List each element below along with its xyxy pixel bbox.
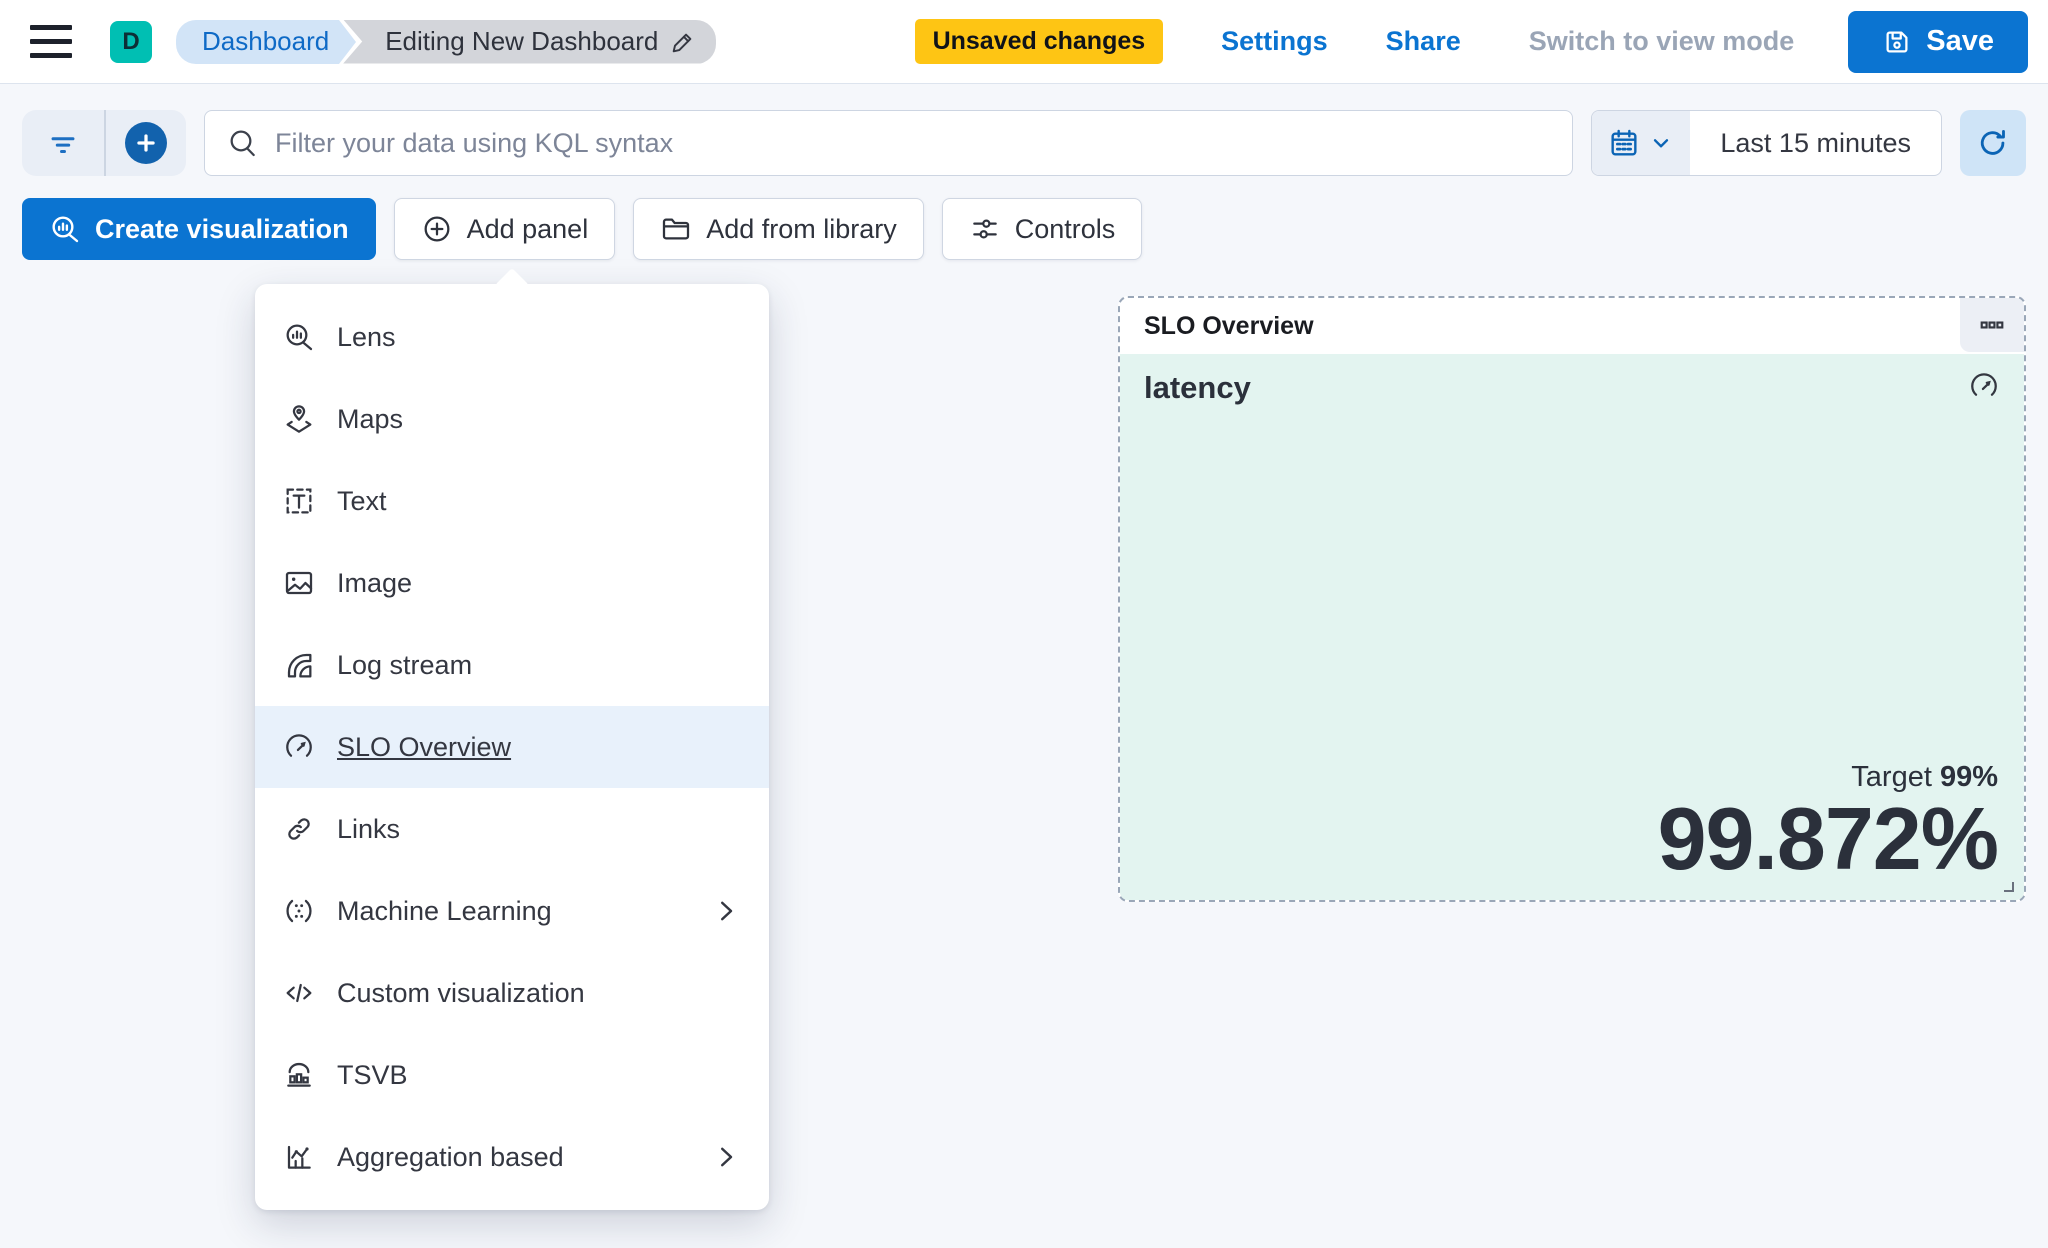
gauge-icon <box>286 734 312 757</box>
breadcrumb-dashboard-label: Dashboard <box>202 26 330 56</box>
time-picker-calendar-button[interactable] <box>1592 111 1691 175</box>
slo-panel-title: SLO Overview <box>1144 311 1314 340</box>
filter-icon <box>51 137 75 154</box>
avatar[interactable]: D <box>110 20 152 63</box>
slo-values-block: Target 99% 99.872% <box>1657 761 1999 889</box>
menu-item-label: Log stream <box>337 649 473 680</box>
controls-label: Controls <box>1014 213 1116 244</box>
lens-icon <box>52 216 79 243</box>
filter-menu-button[interactable] <box>22 110 104 176</box>
menu-item-tsvb[interactable]: TSVB <box>255 1034 769 1116</box>
save-button-label: Save <box>1926 25 1994 57</box>
slo-target-label: Target <box>1851 761 1932 794</box>
unsaved-changes-badge: Unsaved changes <box>914 19 1164 64</box>
resize-handle-icon[interactable] <box>2000 878 2016 894</box>
top-navigation-bar: D Dashboard Editing New Dashboard Unsave… <box>0 0 2048 84</box>
add-filter-button[interactable] <box>104 110 186 176</box>
text-icon <box>286 488 312 514</box>
log-stream-icon <box>287 653 312 678</box>
slo-target: Target 99% <box>1658 761 1998 794</box>
menu-item-lens[interactable]: Lens <box>255 296 769 378</box>
menu-item-aggregation-based[interactable]: Aggregation based <box>255 1116 769 1198</box>
menu-item-image[interactable]: Image <box>255 542 769 624</box>
code-icon <box>286 983 312 1003</box>
settings-link[interactable]: Settings <box>1221 26 1328 56</box>
panel-options-button[interactable] <box>1960 298 2024 352</box>
menu-hamburger-button[interactable] <box>30 14 86 70</box>
search-input[interactable] <box>275 127 1551 159</box>
time-picker: Last 15 minutes <box>1591 110 1942 176</box>
create-visualization-label: Create visualization <box>95 213 349 244</box>
links-icon <box>288 818 310 840</box>
menu-item-label: Machine Learning <box>337 895 552 926</box>
slo-value: 99.872% <box>1657 789 1999 889</box>
breadcrumb-arrow <box>339 19 357 64</box>
kql-search-box <box>204 110 1574 176</box>
create-visualization-button[interactable]: Create visualization <box>22 198 376 260</box>
add-panel-button[interactable]: Add panel <box>393 198 616 260</box>
search-icon <box>230 130 255 157</box>
menu-item-label: Image <box>337 567 413 598</box>
menu-item-log-stream[interactable]: Log stream <box>255 624 769 706</box>
breadcrumb-editing-dashboard[interactable]: Editing New Dashboard <box>343 19 717 64</box>
slo-metric-row: latency <box>1120 354 2024 406</box>
save-icon <box>1886 31 1908 52</box>
calendar-icon <box>1611 129 1637 156</box>
pencil-icon <box>673 33 692 52</box>
menu-item-custom-visualization[interactable]: Custom visualization <box>255 952 769 1034</box>
slo-panel-header: SLO Overview <box>1120 298 2024 354</box>
boxes-horizontal-icon <box>1980 321 2004 329</box>
slo-metric-name: latency <box>1144 370 1251 405</box>
controls-button[interactable]: Controls <box>941 198 1143 260</box>
breadcrumb-dashboard[interactable]: Dashboard <box>176 19 357 64</box>
menu-item-text[interactable]: Text <box>255 460 769 542</box>
slo-panel-body: latency Target 99% 99.872% <box>1120 354 2024 900</box>
refresh-icon <box>1980 129 2005 155</box>
query-bar: Last 15 minutes <box>0 84 2048 176</box>
menu-item-label: Aggregation based <box>337 1141 564 1172</box>
chevron-down-icon <box>1654 139 1669 148</box>
slo-overview-panel[interactable]: SLO Overview latency Target 99% 99.872% <box>1118 296 2026 902</box>
menu-item-machine-learning[interactable]: Machine Learning <box>255 870 769 952</box>
add-panel-menu: Lens Maps Text Image Log stream <box>255 268 769 1210</box>
menu-item-label: Lens <box>337 321 396 352</box>
menu-item-maps[interactable]: Maps <box>255 378 769 460</box>
chevron-right-icon <box>721 1147 733 1167</box>
add-from-library-button[interactable]: Add from library <box>633 198 924 260</box>
dashboard-toolbar: Create visualization Add panel Add from … <box>0 176 2048 260</box>
slo-target-value: 99% <box>1939 761 1998 794</box>
tsvb-icon <box>287 1062 311 1087</box>
refresh-button[interactable] <box>1960 110 2026 176</box>
menu-item-label: SLO Overview <box>337 731 512 762</box>
breadcrumb: Dashboard Editing New Dashboard <box>176 19 717 64</box>
image-icon <box>285 571 313 595</box>
aggregation-icon <box>287 1145 311 1169</box>
controls-sliders-icon <box>972 219 997 239</box>
add-panel-label: Add panel <box>466 213 589 244</box>
plus-in-circle-icon <box>424 216 450 242</box>
add-from-library-label: Add from library <box>706 213 897 244</box>
menu-item-links[interactable]: Links <box>255 788 769 870</box>
menu-item-label: Maps <box>337 403 404 434</box>
switch-to-view-mode-link[interactable]: Switch to view mode <box>1528 26 1795 56</box>
menu-item-label: TSVB <box>337 1059 408 1090</box>
menu-item-label: Text <box>337 485 387 516</box>
save-button[interactable]: Save <box>1848 10 2028 73</box>
plus-circle-icon <box>125 122 167 164</box>
filter-button-group <box>22 110 186 176</box>
gauge-icon <box>1971 373 1997 396</box>
lens-icon <box>286 324 313 351</box>
menu-item-label: Custom visualization <box>337 977 585 1008</box>
breadcrumb-editing-label: Editing New Dashboard <box>385 26 659 56</box>
maps-icon <box>286 405 312 433</box>
share-link[interactable]: Share <box>1385 26 1461 56</box>
machine-learning-icon <box>286 899 312 923</box>
time-range-value[interactable]: Last 15 minutes <box>1720 127 1911 158</box>
menu-item-label: Links <box>337 813 401 844</box>
folder-icon <box>663 218 690 240</box>
chevron-right-icon <box>721 901 733 921</box>
menu-item-slo-overview[interactable]: SLO Overview <box>255 706 769 788</box>
